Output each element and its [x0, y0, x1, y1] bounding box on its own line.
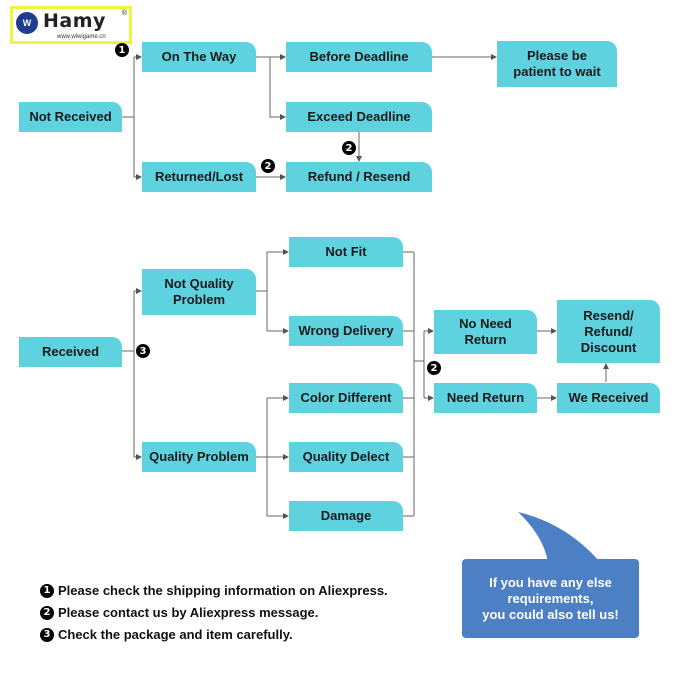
node-no-need-return: No Need Return	[434, 310, 537, 354]
node-resend-refund-discount: Resend/ Refund/ Discount	[557, 300, 660, 363]
node-refund-resend: Refund / Resend	[286, 162, 432, 192]
contact-speech-bubble: If you have any else requirements, you c…	[462, 559, 639, 638]
legend-badge: 2	[40, 605, 54, 620]
legend-item-3: 3 Check the package and item carefully.	[40, 627, 293, 642]
node-exceed-deadline: Exceed Deadline	[286, 102, 432, 132]
brand-mark-icon: W	[16, 12, 38, 34]
legend-text: Please contact us by Aliexpress message.	[58, 605, 319, 620]
step-1-badge: 1	[115, 43, 129, 57]
node-we-received: We Received	[557, 383, 660, 413]
legend-item-2: 2 Please contact us by Aliexpress messag…	[40, 605, 318, 620]
node-not-received: Not Received	[19, 102, 122, 132]
legend-badge: 3	[40, 627, 54, 642]
node-wrong-delivery: Wrong Delivery	[289, 316, 403, 346]
step-3-badge: 3	[136, 344, 150, 358]
brand-url: www.wiwigame.cn	[57, 34, 106, 40]
registered-mark: ®	[121, 10, 127, 17]
node-before-deadline: Before Deadline	[286, 42, 432, 72]
node-be-patient: Please be patient to wait	[497, 41, 617, 87]
node-on-the-way: On The Way	[142, 42, 256, 72]
brand-name: Hamy	[43, 10, 106, 32]
node-received: Received	[19, 337, 122, 367]
legend-text: Please check the shipping information on…	[58, 583, 388, 598]
node-quality-problem: Quality Problem	[142, 442, 256, 472]
legend-text: Check the package and item carefully.	[58, 627, 293, 642]
node-quality-defect: Quality Delect	[289, 442, 403, 472]
node-not-quality-problem: Not Quality Problem	[142, 269, 256, 315]
step-2-badge: 2	[261, 159, 275, 173]
brand-logo: W Hamy ® www.wiwigame.cn	[10, 6, 132, 44]
legend-item-1: 1 Please check the shipping information …	[40, 583, 388, 598]
step-2-badge: 2	[427, 361, 441, 375]
node-returned-lost: Returned/Lost	[142, 162, 256, 192]
node-damage: Damage	[289, 501, 403, 531]
node-need-return: Need Return	[434, 383, 537, 413]
node-color-different: Color Different	[289, 383, 403, 413]
node-not-fit: Not Fit	[289, 237, 403, 267]
speech-bubble-tail	[518, 512, 600, 562]
step-2-badge: 2	[342, 141, 356, 155]
legend-badge: 1	[40, 583, 54, 598]
